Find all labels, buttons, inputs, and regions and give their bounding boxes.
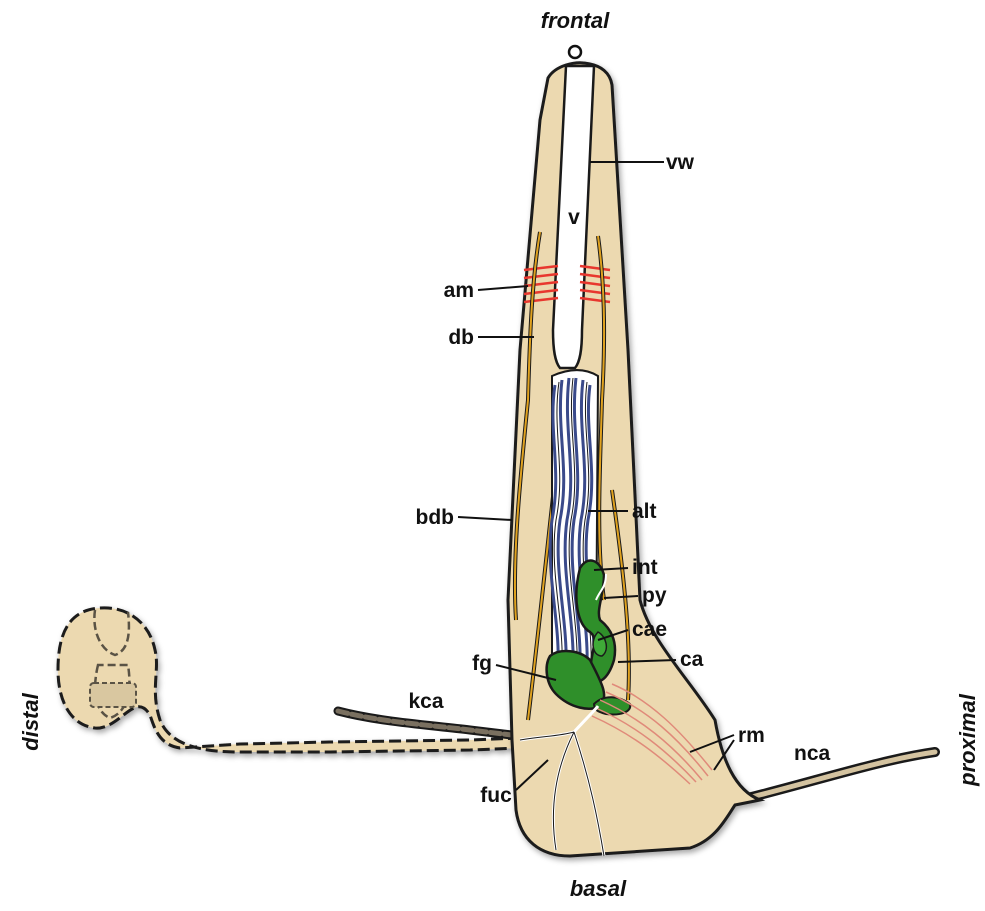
label-int: int bbox=[632, 556, 658, 579]
orifice-marker bbox=[569, 46, 581, 58]
label-alt: alt bbox=[632, 500, 657, 523]
label-fuc: fuc bbox=[480, 784, 512, 807]
label-db: db bbox=[448, 326, 474, 349]
orientation-right: proximal bbox=[955, 693, 980, 787]
label-fg: fg bbox=[472, 652, 492, 675]
orientation-left: distal bbox=[18, 692, 43, 750]
kca-stolon bbox=[338, 711, 520, 736]
nca-stolon bbox=[740, 752, 935, 800]
label-vw: vw bbox=[666, 151, 695, 174]
label-rm: rm bbox=[738, 724, 765, 747]
label-bdb: bdb bbox=[416, 506, 454, 529]
tentacle-crown bbox=[550, 370, 598, 683]
label-v: v bbox=[568, 206, 580, 229]
label-py: py bbox=[642, 584, 667, 607]
orientation-bottom: basal bbox=[570, 876, 627, 901]
orientation-top: frontal bbox=[541, 8, 610, 33]
label-cae: cae bbox=[632, 618, 667, 641]
label-nca: nca bbox=[794, 742, 831, 765]
label-ca: ca bbox=[680, 648, 704, 671]
label-kca: kca bbox=[408, 690, 443, 713]
label-am: am bbox=[444, 279, 474, 302]
